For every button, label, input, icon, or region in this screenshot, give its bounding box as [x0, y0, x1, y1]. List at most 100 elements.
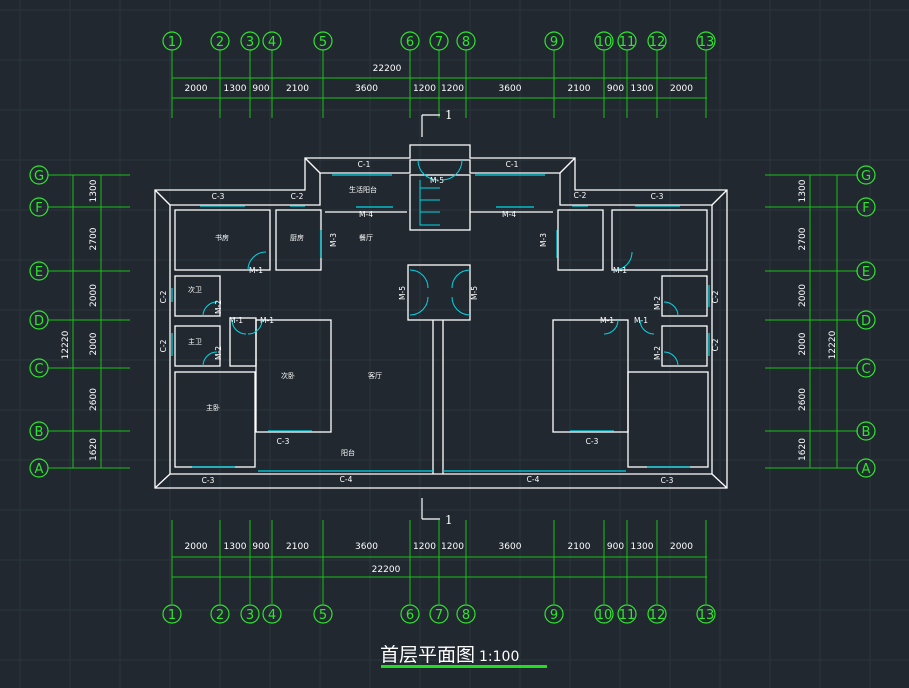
top-axis-bubble-6: [400, 31, 420, 51]
bottom-axis-label-12: 12: [649, 608, 666, 623]
section-mark-bottom: 1: [421, 498, 453, 527]
top-axis-bubble-10: [594, 31, 614, 51]
left-axis-bubble-F: [29, 197, 49, 217]
second-bath-room: [174, 275, 221, 317]
bottom-axis-label-7: 7: [435, 608, 443, 623]
left-dimension-segment: 1620: [89, 438, 99, 461]
label-living-room: 客厅: [368, 371, 382, 380]
top-axis-bubble-13: [696, 31, 716, 51]
left-dimension-segment: 2600: [89, 388, 99, 411]
left-axis-label-F: F: [35, 201, 42, 216]
svg-text:M-4: M-4: [502, 210, 516, 219]
left-axis-bubble-A: [29, 458, 49, 478]
top-axis-bubble-9: [544, 31, 564, 51]
central-vestibule: [407, 264, 471, 321]
bottom-dimension-segment: 1200: [441, 542, 464, 552]
left-axis-label-E: E: [35, 265, 43, 280]
right-dimension-segment: 2600: [798, 388, 808, 411]
master-bedroom-room: [174, 371, 256, 468]
doors: [202, 159, 679, 367]
bottom-axis-bubble-7: [429, 604, 449, 624]
right-axis-bubble-A: [856, 458, 876, 478]
section-label-bottom: 1: [445, 513, 453, 527]
left-axis-bubble-C: [29, 358, 49, 378]
left-dimension-segment: 2700: [89, 227, 99, 250]
bottom-dimension-segment: 2000: [185, 542, 208, 552]
right-dimension-segment: 2000: [798, 284, 808, 307]
top-total-dimension: 22200: [373, 64, 402, 74]
top-axis-label-3: 3: [246, 35, 254, 50]
label-balcony: 阳台: [341, 448, 355, 457]
svg-text:M-2: M-2: [653, 296, 662, 310]
label-dining-left: 餐厅: [359, 233, 373, 242]
top-axis-bubble-12: [647, 31, 667, 51]
right-axis-bubble-D: [856, 310, 876, 330]
top-dimension-segment: 1300: [224, 84, 247, 94]
svg-text:C-2: C-2: [711, 338, 720, 351]
bottom-axis-bubble-12: [647, 604, 667, 624]
right-total-dimension: 12220: [828, 330, 838, 359]
svg-text:M-5: M-5: [398, 286, 407, 300]
bottom-axis-label-11: 11: [619, 608, 636, 623]
drawing-scale: 1:100: [479, 649, 520, 665]
label-living-balcony: 生活阳台: [349, 185, 377, 194]
master-bath-room: [174, 325, 221, 367]
left-axis-label-B: B: [35, 425, 44, 440]
bottom-axis-label-1: 1: [168, 608, 176, 623]
right-axis-label-D: D: [861, 314, 871, 329]
bottom-axis-label-10: 10: [596, 608, 613, 623]
bottom-dimension-segment: 2100: [568, 542, 591, 552]
bottom-axis-label-13: 13: [698, 608, 715, 623]
top-axis-label-8: 8: [462, 35, 470, 50]
master-bath-room-right: [661, 325, 708, 367]
left-dimension-segment: 1300: [89, 179, 99, 202]
label-master-bedroom-left: 主卧: [206, 403, 220, 412]
top-axis-label-1: 1: [168, 35, 176, 50]
bottom-dimension-segment: 3600: [499, 542, 522, 552]
windows: [171, 174, 710, 468]
svg-text:C-4: C-4: [527, 475, 540, 484]
left-axis-bubble-E: [29, 261, 49, 281]
top-dimension-segment: 1200: [413, 84, 436, 94]
top-dimension-segment: 900: [252, 84, 269, 94]
top-axis-bubble-4: [262, 31, 282, 51]
bottom-dimension-segment: 1300: [224, 542, 247, 552]
svg-text:C-1: C-1: [506, 160, 519, 169]
svg-text:M-1: M-1: [634, 316, 648, 325]
top-axis-bubble-1: [162, 31, 182, 51]
right-axis-label-F: F: [862, 201, 869, 216]
bottom-axis-bubble-8: [456, 604, 476, 624]
left-total-dimension: 12220: [61, 330, 71, 359]
svg-text:C-2: C-2: [291, 192, 304, 201]
svg-text:M-2: M-2: [214, 346, 223, 360]
top-dimension-segment: 2100: [286, 84, 309, 94]
bottom-axis-bubble-5: [313, 604, 333, 624]
bottom-axis-bubble-10: [594, 604, 614, 624]
left-axis-label-A: A: [35, 462, 44, 477]
svg-text:C-4: C-4: [340, 475, 353, 484]
svg-text:M-2: M-2: [214, 300, 223, 314]
right-dimension-segment: 1620: [798, 438, 808, 461]
top-axis-label-7: 7: [435, 35, 443, 50]
top-axis-bubble-2: [210, 31, 230, 51]
svg-text:C-2: C-2: [711, 290, 720, 303]
top-axis-label-2: 2: [216, 35, 224, 50]
svg-text:M-3: M-3: [539, 233, 548, 247]
top-dimension-segment: 1200: [441, 84, 464, 94]
bottom-axis-bubble-6: [400, 604, 420, 624]
right-axis-bubble-G: [856, 165, 876, 185]
label-master-bath-left: 主卫: [188, 337, 202, 346]
bottom-axis-bubble-4: [262, 604, 282, 624]
inner-wall-outline: [169, 159, 713, 475]
section-label-top: 1: [445, 108, 453, 122]
bottom-axis-label-2: 2: [216, 608, 224, 623]
right-axis-label-C: C: [861, 362, 870, 377]
left-axis-label-D: D: [34, 314, 44, 329]
label-study-left: 书房: [215, 233, 229, 242]
